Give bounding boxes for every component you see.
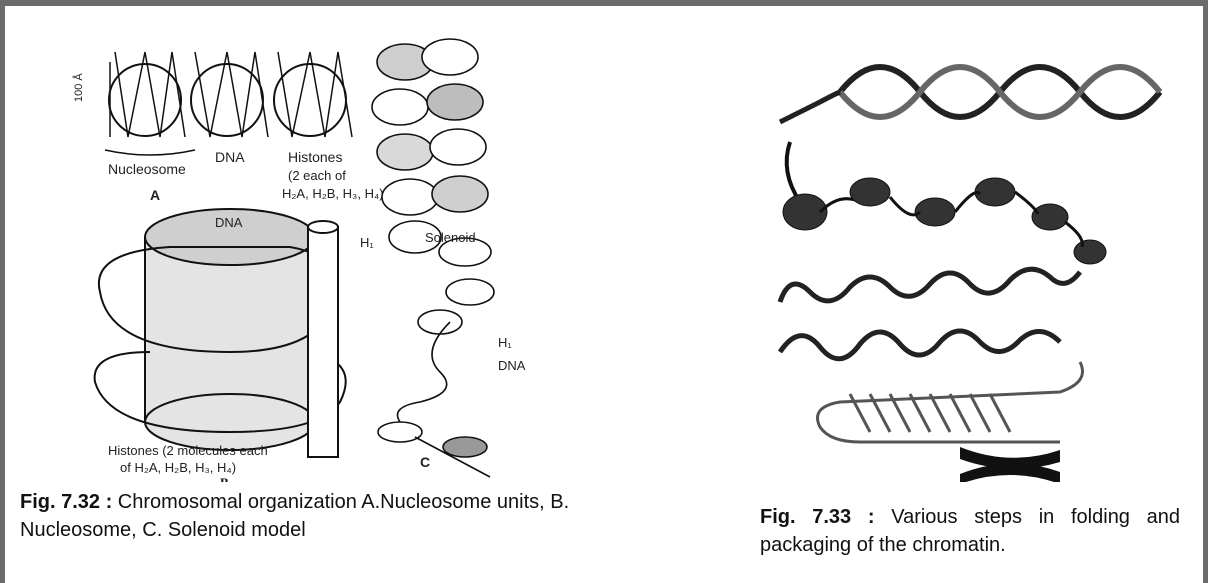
caption-fig-7-32: Fig. 7.32 : Chromosomal organization A.N… (20, 488, 575, 544)
chromatin-packaging-illustration (760, 22, 1200, 482)
caption-fig-7-33-prefix: Fig. 7.33 : (760, 506, 875, 528)
label-dna-mid: DNA (215, 215, 243, 230)
label-solenoid: Solenoid (425, 230, 476, 245)
nucleosome-units-illustration (105, 52, 352, 155)
page-left-border (0, 0, 5, 583)
nucleosome-core-illustration (95, 209, 346, 457)
caption-fig-7-32-prefix: Fig. 7.32 : (20, 491, 112, 513)
page-top-border (0, 0, 1208, 6)
label-histones-bottom-2: of H₂A, H₂B, H₃, H₄) (120, 460, 236, 475)
label-h1-right: H₁ (498, 335, 512, 350)
looped-domains (818, 362, 1083, 442)
label-histones: Histones (288, 149, 342, 165)
label-nucleosome: Nucleosome (108, 161, 186, 177)
label-part-b: B (220, 475, 229, 482)
label-part-a: A (150, 187, 160, 203)
label-histones-detail-2: H₂A, H₂B, H₃, H₄) (282, 186, 384, 201)
label-part-c: C (420, 454, 430, 470)
dna-double-helix (780, 67, 1160, 122)
nucleosome-beads (783, 142, 1106, 264)
chromatin-fiber (780, 269, 1080, 359)
chromosomal-organization-diagram: 100 Å Nucleosome DNA Histones (2 each of… (20, 22, 560, 482)
label-dna-right: DNA (498, 358, 526, 373)
solenoid-illustration (372, 39, 494, 477)
caption-fig-7-33: Fig. 7.33 : Various steps in folding and… (760, 503, 1180, 559)
figure-chromosomal-organization: 100 Å Nucleosome DNA Histones (2 each of… (20, 22, 560, 482)
label-h1-top: H₁ (360, 235, 374, 250)
label-histones-bottom-1: Histones (2 molecules each (108, 443, 268, 458)
figure-chromatin-packaging (760, 22, 1200, 482)
label-histones-detail-1: (2 each of (288, 168, 346, 183)
page-right-border (1203, 0, 1208, 583)
label-dna-top: DNA (215, 149, 245, 165)
chromosome (960, 447, 1060, 482)
scale-label: 100 Å (72, 73, 85, 102)
